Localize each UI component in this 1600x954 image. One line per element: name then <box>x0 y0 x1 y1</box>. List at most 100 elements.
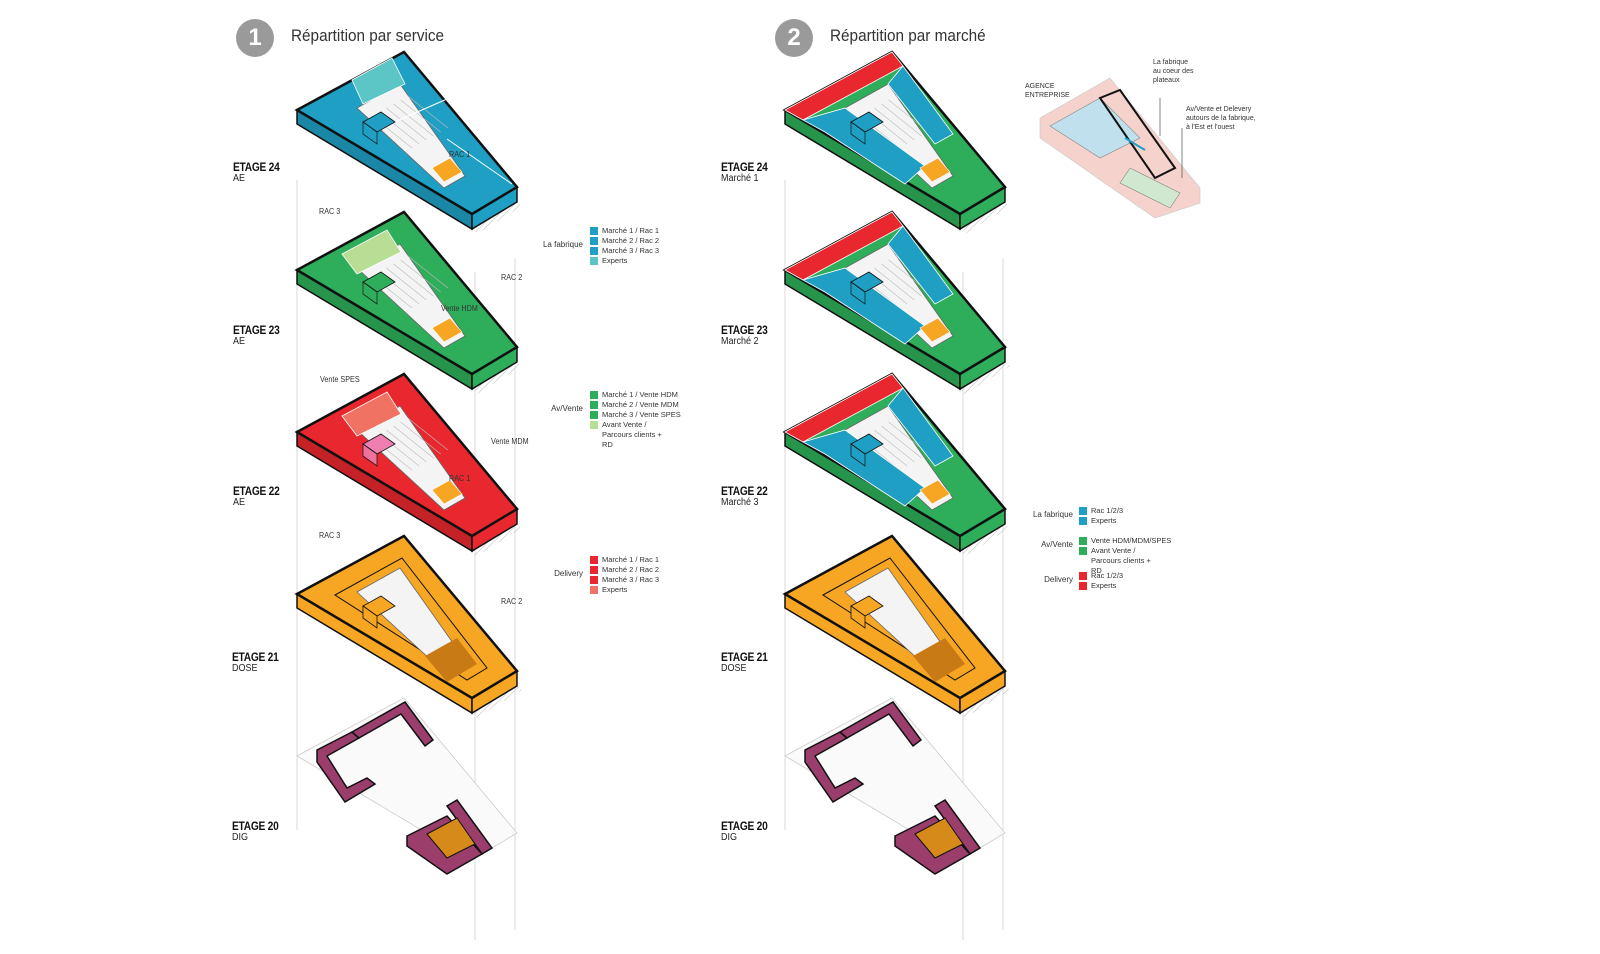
floor-name: ETAGE 20 <box>721 819 768 833</box>
plan-line <box>386 429 427 463</box>
fabrique-zone <box>801 107 926 185</box>
experts-zone <box>351 57 406 105</box>
legend-swatch <box>590 421 598 429</box>
legend-item: Vente HDM/MDM/SPES <box>1079 536 1171 546</box>
floor-sub: AE <box>233 172 246 184</box>
floor-name: ETAGE 23 <box>721 323 768 337</box>
left-floor-stack <box>294 50 522 875</box>
floor-name: ETAGE 24 <box>233 160 280 174</box>
core-orange <box>431 479 463 505</box>
fabrique-zone <box>801 267 926 345</box>
section-title-2: Répartition par marché <box>830 26 986 45</box>
box-side <box>850 281 866 305</box>
legend-label: Experts <box>1091 516 1117 525</box>
floor-22-service <box>294 372 522 556</box>
plan-line <box>393 103 434 137</box>
plate-shadow <box>960 524 1010 556</box>
floor-name: ETAGE 22 <box>721 484 768 498</box>
legend-swatch <box>1079 507 1087 515</box>
core-orange <box>431 157 463 183</box>
inset-text-line: à l'Est et l'ouest <box>1186 124 1235 131</box>
right-floor-label-24: ETAGE 24 Marché 1 <box>721 161 776 184</box>
fabrique-zone <box>887 225 954 305</box>
floor-plate-dig <box>784 697 1006 875</box>
legend-title: La fabrique <box>542 240 583 249</box>
inset-text-line: AGENCE <box>1025 83 1055 90</box>
legend-item: Avant Vente / Parcours clients + RD <box>590 420 681 449</box>
plan-line <box>393 425 434 459</box>
core-shade <box>913 638 965 682</box>
floor-name: ETAGE 22 <box>233 484 280 498</box>
plan-line <box>407 417 449 451</box>
segment-divider <box>389 98 448 125</box>
floor-plate-dose <box>782 534 1010 718</box>
core-orange <box>919 317 951 343</box>
legend-item: Marché 1 / Rac 1 <box>590 555 659 565</box>
floor-sub: DOSE <box>721 662 747 674</box>
section-number-2: 2 <box>775 19 813 57</box>
floor-sub: Marché 3 <box>721 496 759 508</box>
inset-text-line: au coeur des <box>1153 68 1194 75</box>
box-side <box>362 121 378 145</box>
plan-line <box>393 263 434 297</box>
floor-23-service <box>294 210 522 394</box>
experts-zone <box>341 391 402 437</box>
floor-name: ETAGE 21 <box>232 650 279 664</box>
dig-wing-top <box>350 701 435 748</box>
floor-name: ETAGE 23 <box>233 323 280 337</box>
floor-name: ETAGE 20 <box>232 819 279 833</box>
inset-text-line: Av/Vente et Delevery <box>1186 106 1252 113</box>
plate-shadow <box>472 686 522 718</box>
legend-swatch <box>590 247 598 255</box>
plate-shadow <box>960 202 1010 234</box>
section-number-1: 1 <box>236 19 274 57</box>
legend-item: Experts <box>590 585 659 595</box>
legend-item: Avant Vente / Parcours clients + RD <box>1079 546 1171 575</box>
plate-shadow <box>960 362 1010 394</box>
plan-line <box>400 421 441 455</box>
legend-swatch <box>590 566 598 574</box>
label-f22-rac1: RAC 1 <box>449 474 471 483</box>
core-orange <box>919 479 951 505</box>
right-floor-label-23: ETAGE 23 Marché 2 <box>721 324 776 347</box>
legend-swatch <box>590 576 598 584</box>
label-f24-rac3: RAC 3 <box>319 207 341 216</box>
section-title-1: Répartition par service <box>291 26 445 45</box>
inset-outline <box>1098 88 1177 180</box>
left-floor-label-22: ETAGE 22 AE <box>233 485 288 508</box>
plan-line <box>400 99 441 133</box>
right-floor-label-21: ETAGE 21 DOSE <box>721 651 776 674</box>
legend-item: Rac 1/2/3 <box>1079 506 1123 516</box>
legend-label: Marché 3 / Rac 3 <box>602 575 660 584</box>
legend-item: Marché 2 / Vente MDM <box>590 400 681 410</box>
legend-label: Marché 3 / Rac 3 <box>602 246 660 255</box>
box-side <box>850 605 866 629</box>
legend-item: Marché 3 / Rac 3 <box>590 246 659 256</box>
legend-item: Experts <box>1079 516 1123 526</box>
floor-sub: Marché 1 <box>721 172 759 184</box>
plate-shadow <box>960 686 1010 718</box>
fabrique-zone <box>887 65 954 145</box>
core-orange <box>919 157 951 183</box>
plan-line <box>874 267 915 301</box>
left-floor-label-20: ETAGE 20 DIG <box>232 820 287 843</box>
plan-line <box>400 259 441 293</box>
right-floor-stack <box>782 50 1010 875</box>
inset-axonometric <box>1039 77 1201 219</box>
plan-line <box>386 267 427 301</box>
floor-sub: DIG <box>721 831 738 843</box>
left-floor-label-24: ETAGE 24 AE <box>233 161 288 184</box>
legend-label: Rac 1/2/3 <box>1091 571 1124 580</box>
inset-vente <box>1119 167 1181 209</box>
floor-plate-dose <box>294 534 522 718</box>
core-shade <box>425 638 477 682</box>
floor-24-service <box>294 50 522 234</box>
dig-core <box>914 817 964 859</box>
plan-line <box>874 107 915 141</box>
box-side <box>850 121 866 145</box>
legend-label: Vente HDM/MDM/SPES <box>1091 536 1172 545</box>
floor-sub: DOSE <box>232 662 258 674</box>
floor-sub: AE <box>233 335 246 347</box>
inset-agence-label: AGENCE ENTREPRISE <box>1025 82 1070 100</box>
legend-title: Delivery <box>554 569 583 578</box>
